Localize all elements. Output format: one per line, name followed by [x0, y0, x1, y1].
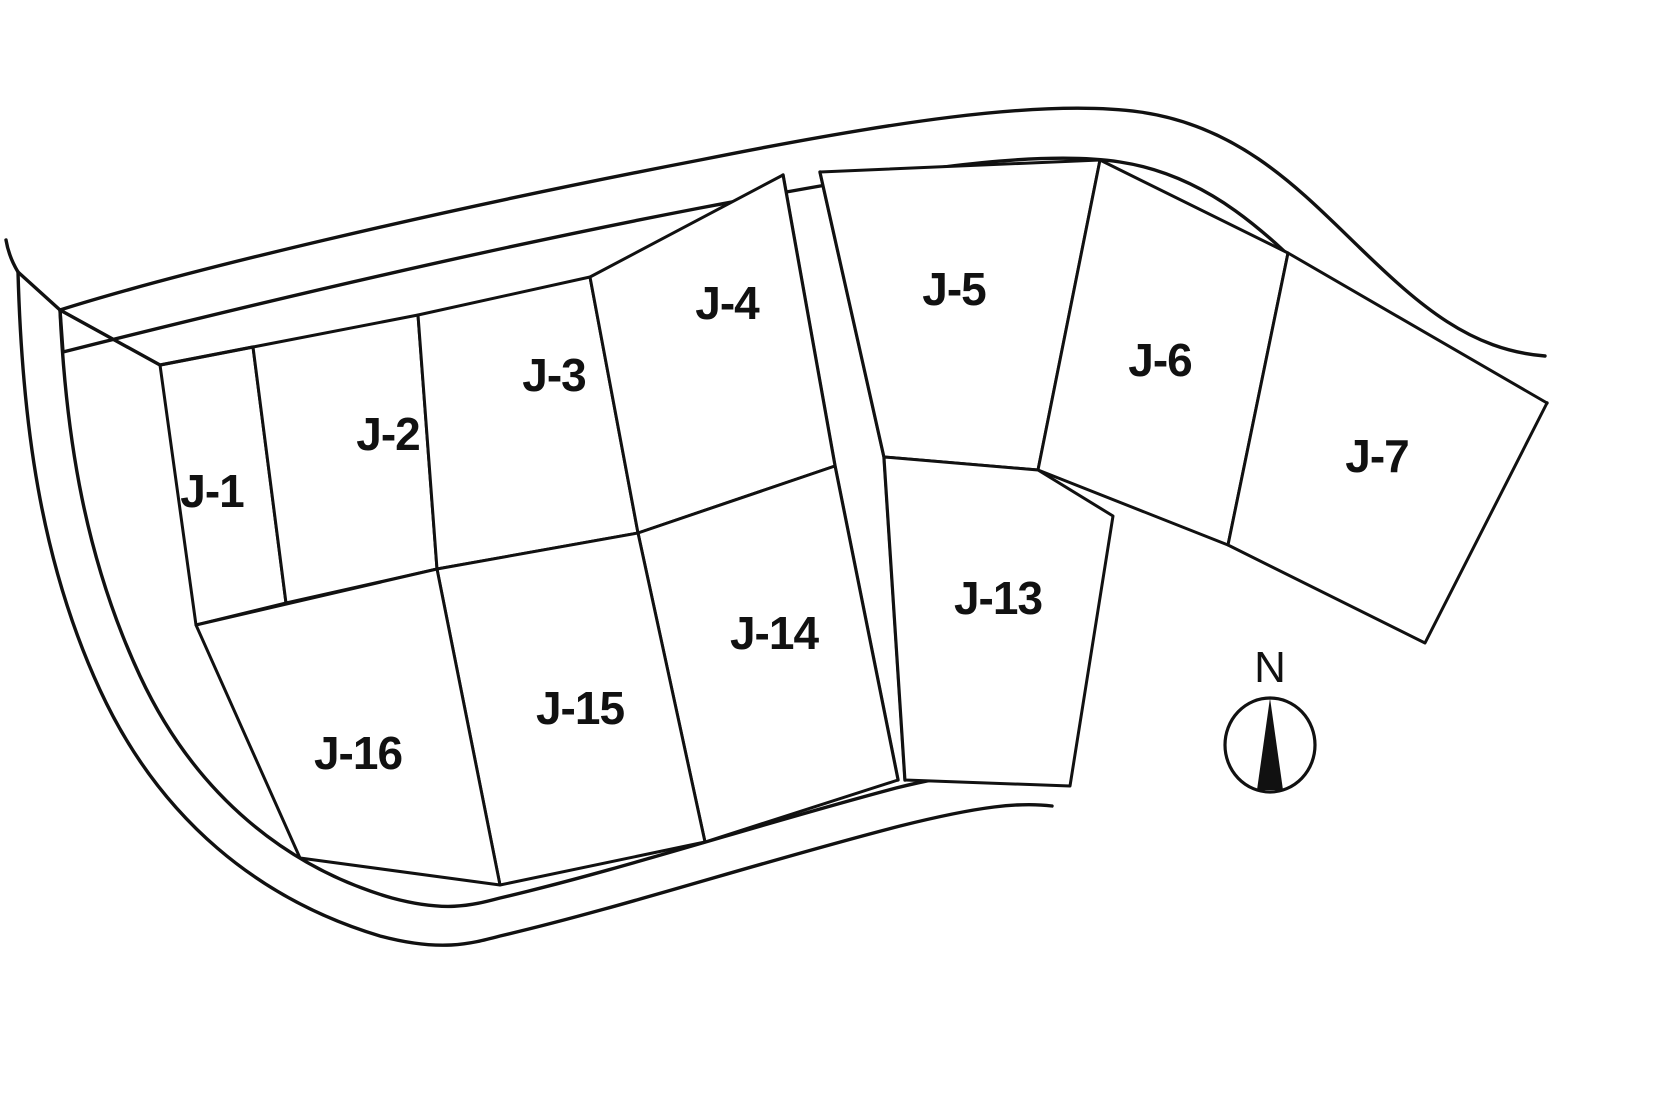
parcel-label-j-7: J-7: [1345, 430, 1408, 482]
parcel-label-j-16: J-16: [314, 727, 402, 779]
north-arrow-compass: N: [1223, 643, 1317, 794]
parcel-j-16[interactable]: [194, 567, 502, 887]
west-road-outer-edge: [16, 270, 1054, 947]
parcel-label-j-5: J-5: [922, 263, 986, 315]
parcel-label-j-2: J-2: [356, 408, 419, 460]
north-road-outer-edge: [4, 106, 1547, 358]
parcel-label-j-3: J-3: [522, 349, 585, 401]
parcel-label-j-15: J-15: [536, 682, 624, 734]
j-1-north-sliver-strip: [58, 308, 255, 367]
parcel-label-j-4: J-4: [695, 277, 760, 329]
parcel-j-13[interactable]: [882, 455, 1115, 788]
parcel-label-group: J-1 J-2 J-3 J-4 J-5 J-6 J-7 J-13 J-14 J-…: [180, 263, 1409, 779]
parcel-label-j-13: J-13: [954, 572, 1042, 624]
compass-north-label: N: [1254, 643, 1286, 692]
parcel-label-j-14: J-14: [730, 607, 819, 659]
parcel-group: [158, 158, 1549, 887]
parcel-j-7[interactable]: [1226, 251, 1549, 645]
compass-needle-icon: [1257, 698, 1283, 790]
parcel-label-j-6: J-6: [1128, 334, 1191, 386]
west-road-inner-edge: [58, 308, 1032, 909]
parcel-label-j-1: J-1: [180, 465, 244, 517]
